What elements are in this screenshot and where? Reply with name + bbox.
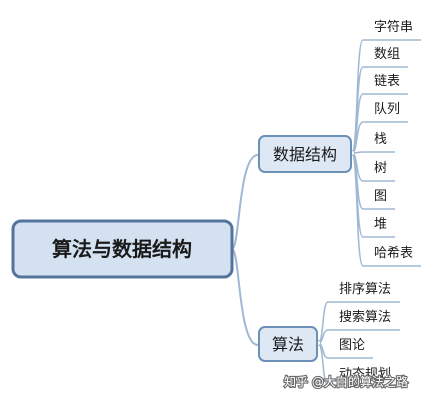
connector-root-datastructures (231, 154, 259, 250)
leaf-list-algorithms: 排序算法 搜索算法 图论 动态规划 (328, 282, 400, 386)
leaf-label: 排序算法 (339, 282, 391, 297)
leaf-label: 链表 (374, 74, 400, 89)
leaf-label: 树 (374, 161, 387, 176)
leaf-item[interactable]: 栈 (363, 132, 395, 153)
leaf-item[interactable]: 动态规划 (328, 367, 400, 386)
leaf-item[interactable]: 堆 (363, 217, 395, 238)
leaf-item[interactable]: 链表 (363, 74, 408, 95)
leaf-item[interactable]: 字符串 (363, 19, 421, 41)
leaf-label: 字符串 (374, 19, 413, 35)
leaf-item[interactable]: 数组 (363, 47, 408, 68)
leaf-item[interactable]: 图 (363, 189, 395, 210)
branch-label-algorithms: 算法 (272, 335, 304, 354)
watermark: 知乎 @大白的算法之路 (284, 374, 408, 389)
leaf-label: 数组 (374, 47, 400, 62)
leaf-item[interactable]: 哈希表 (363, 246, 421, 267)
leaf-label: 图 (374, 189, 387, 204)
leaf-label: 堆 (374, 217, 387, 232)
branch-node-algorithms[interactable]: 算法 (258, 326, 318, 362)
connector-root-algorithms (231, 248, 259, 346)
leaf-item[interactable]: 搜索算法 (328, 310, 400, 331)
leaf-label: 队列 (374, 102, 400, 117)
leaf-item[interactable]: 排序算法 (328, 282, 400, 303)
root-node[interactable]: 算法与数据结构 (11, 219, 234, 279)
leaf-item[interactable]: 队列 (363, 102, 408, 123)
branch-node-datastructures[interactable]: 数据结构 (258, 135, 352, 173)
leaf-item[interactable]: 图论 (328, 338, 373, 359)
leaf-label: 栈 (374, 132, 387, 147)
leaf-item[interactable]: 树 (363, 161, 395, 182)
leaf-label: 搜索算法 (339, 310, 391, 325)
branch-label-datastructures: 数据结构 (273, 145, 337, 164)
leaf-label: 哈希表 (374, 246, 413, 261)
leaf-label: 动态规划 (339, 367, 391, 382)
root-label: 算法与数据结构 (52, 237, 192, 261)
leaf-label: 图论 (339, 338, 365, 353)
leaf-list-datastructures: 字符串 数组 链表 队列 栈 树 图 堆 (363, 19, 421, 267)
